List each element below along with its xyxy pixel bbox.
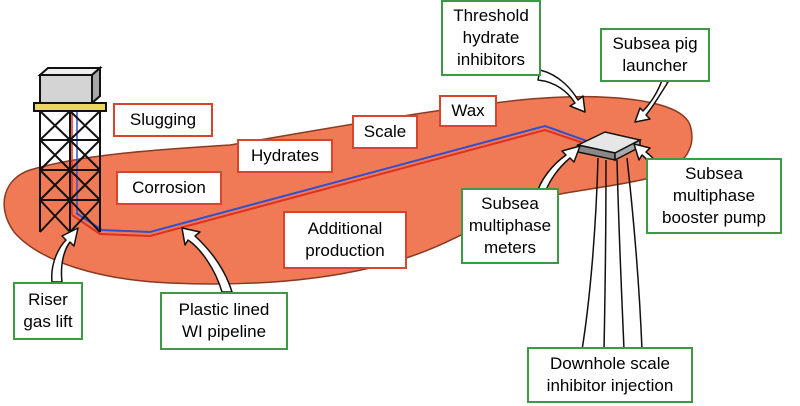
label-subsea-multiphase-booster-pump: Subsea multiphase booster pump (646, 158, 782, 234)
label-scale: Scale (352, 115, 418, 149)
platform-jacket (33, 65, 107, 236)
arrow-riser-gas-lift (51, 227, 79, 283)
label-hydrates: Hydrates (237, 139, 333, 173)
label-plastic-lined-wi-pipeline: Plastic lined WI pipeline (160, 292, 288, 350)
label-subsea-multiphase-meters: Subsea multiphase meters (461, 188, 559, 264)
arrow-pig-launcher (634, 79, 669, 123)
downhole-wells (581, 157, 643, 351)
subsea-template (575, 131, 643, 162)
label-corrosion: Corrosion (116, 171, 222, 205)
label-subsea-pig-launcher: Subsea pig launcher (600, 28, 710, 82)
arrow-threshold-hydrate (537, 69, 586, 113)
label-threshold-hydrate-inhibitors: Threshold hydrate inhibitors (441, 0, 541, 76)
label-downhole-scale-inhibitor-injection: Downhole scale inhibitor injection (527, 347, 693, 403)
label-wax: Wax (439, 95, 497, 127)
arrow-plastic-lined-pipeline (181, 227, 233, 293)
label-additional-production: Additional production (283, 211, 407, 269)
label-riser-gas-lift: Riser gas lift (13, 282, 83, 340)
label-slugging: Slugging (113, 103, 213, 137)
arrow-multiphase-meters (535, 145, 581, 197)
pipeline-red (71, 128, 599, 238)
field-area (3, 95, 693, 285)
